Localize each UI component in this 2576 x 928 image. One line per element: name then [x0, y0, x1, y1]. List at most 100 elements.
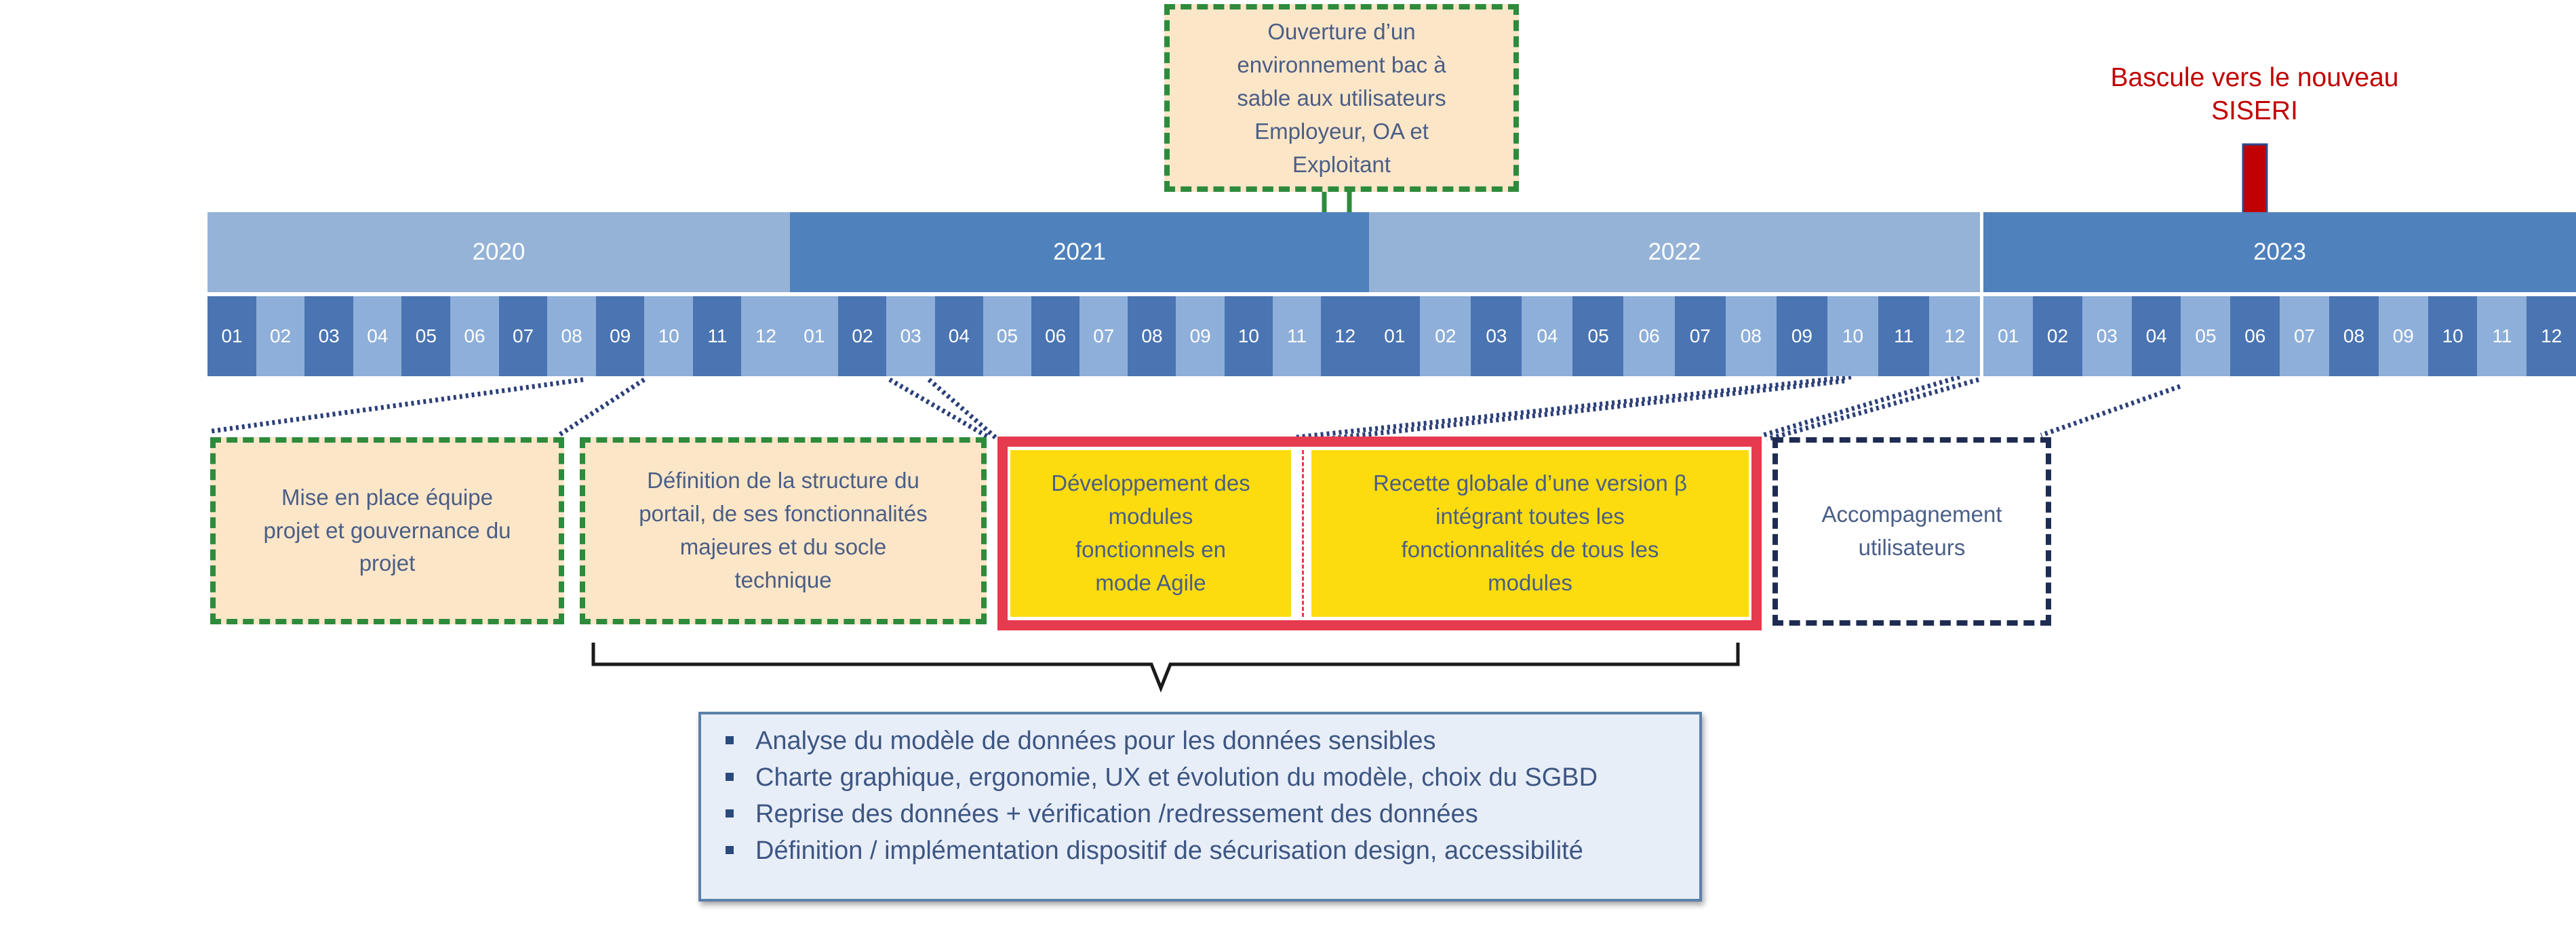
month-cell: 01 — [790, 296, 839, 376]
summary-box: Analyse du modèle de données pour les do… — [698, 712, 1702, 902]
phase-line: Recette globale d’une version β — [1373, 470, 1687, 496]
phase-line: majeures et du socle — [679, 534, 887, 559]
connector-line — [888, 377, 990, 440]
connector-line — [1766, 377, 1979, 442]
month-cell: 08 — [2329, 296, 2379, 376]
summary-item: Charte graphique, ergonomie, UX et évolu… — [726, 759, 1679, 796]
year-label: 2023 — [2253, 239, 2306, 265]
year-band-2020: 2020 — [207, 212, 790, 292]
connector-line — [211, 377, 584, 434]
connector-line — [1296, 374, 1852, 440]
month-cell: 02 — [256, 296, 305, 376]
month-cell: 08 — [1725, 296, 1777, 376]
phase-line: portail, de ses fonctionnalités — [639, 501, 928, 527]
bascule-line: SISERI — [2211, 96, 2298, 126]
note-line: Employeur, OA et — [1254, 119, 1429, 144]
month-cell: 05 — [1572, 296, 1624, 376]
year-label: 2021 — [1053, 239, 1106, 265]
phase-line: fonctionnels en — [1075, 537, 1226, 562]
connector-line — [1300, 378, 1845, 445]
year-label: 2020 — [472, 239, 526, 265]
agile-phase-frame: Développement des modules fonctionnels e… — [997, 437, 1762, 630]
phase-developpement-box: Développement des modules fonctionnels e… — [1010, 450, 1291, 617]
month-cell: 11 — [692, 296, 742, 376]
phase-line: projet — [359, 550, 416, 576]
month-cell: 04 — [2131, 296, 2181, 376]
month-cell: 03 — [2082, 296, 2132, 376]
month-cell: 07 — [498, 296, 548, 376]
month-cell: 06 — [2230, 296, 2280, 376]
phase-line: fonctionnalités de tous les — [1401, 537, 1659, 562]
connector-line — [2040, 384, 2181, 438]
month-cell: 10 — [1827, 296, 1879, 376]
month-cell: 10 — [2428, 296, 2478, 376]
phase-line: mode Agile — [1095, 569, 1206, 595]
month-cell: 07 — [2280, 296, 2330, 376]
phase-line: modules — [1488, 569, 1572, 595]
month-cell: 07 — [1674, 296, 1726, 376]
note-line: Exploitant — [1292, 152, 1391, 178]
sandbox-opening-text: Ouverture d’un environnement bac à sable… — [1237, 15, 1446, 182]
phase-line: projet et gouvernance du — [263, 517, 511, 543]
phase-line: utilisateurs — [1858, 535, 1966, 560]
month-cell: 01 — [1369, 296, 1421, 376]
phase-line: modules — [1108, 504, 1193, 529]
month-cell: 03 — [304, 296, 354, 376]
connector-line — [927, 378, 999, 441]
bascule-line: Bascule vers le nouveau — [2110, 63, 2399, 92]
phase-structure-box: Définition de la structure du portail, d… — [580, 437, 987, 624]
month-cell: 02 — [838, 296, 887, 376]
month-cell: 09 — [1776, 296, 1828, 376]
month-cell: 02 — [2032, 296, 2083, 376]
year-band-2021: 2021 — [790, 212, 1369, 292]
month-cell: 07 — [1079, 296, 1128, 376]
phase-line: technique — [734, 567, 832, 592]
month-cell: 03 — [886, 296, 935, 376]
month-cell: 09 — [2378, 296, 2428, 376]
phase-equipe-box: Mise en place équipe projet et gouvernan… — [210, 437, 564, 624]
month-cell: 08 — [547, 296, 597, 376]
summary-item: Définition / implémentation dispositif d… — [726, 832, 1679, 869]
month-cell: 06 — [1031, 296, 1080, 376]
month-cell: 03 — [1471, 296, 1522, 376]
sandbox-opening-note: Ouverture d’un environnement bac à sable… — [1164, 4, 1519, 192]
summary-list: Analyse du modèle de données pour les do… — [726, 723, 1679, 869]
month-cell: 05 — [2181, 296, 2231, 376]
bracket-brace — [591, 643, 1740, 693]
month-cell: 12 — [1928, 296, 1981, 376]
phase-accompagnement-box: Accompagnement utilisateurs — [1772, 437, 2051, 626]
month-cell: 01 — [1983, 296, 2034, 376]
month-cell: 05 — [983, 296, 1032, 376]
connector-line — [557, 378, 646, 437]
phase-line: Accompagnement — [1821, 502, 2002, 527]
summary-item: Analyse du modèle de données pour les do… — [726, 723, 1679, 759]
month-cell: 06 — [1623, 296, 1675, 376]
month-cell: 02 — [1420, 296, 1471, 376]
month-cell: 11 — [1878, 296, 1930, 376]
month-cell: 09 — [595, 296, 645, 376]
phase-separator — [1302, 450, 1304, 617]
month-cell: 06 — [450, 296, 499, 376]
month-cell: 10 — [644, 296, 694, 376]
note-line: sable aux utilisateurs — [1237, 85, 1446, 110]
month-cell: 12 — [741, 296, 791, 376]
year-band-2023: 2023 — [1983, 212, 2576, 292]
phase-line: Mise en place équipe — [281, 484, 493, 510]
month-cell: 12 — [1320, 296, 1370, 376]
phase-recette-box: Recette globale d’une version β intégran… — [1311, 450, 1749, 617]
phase-line: intégrant toutes les — [1435, 504, 1625, 529]
year-label: 2022 — [1648, 239, 1701, 265]
month-cell: 05 — [401, 296, 451, 376]
month-cell: 12 — [2527, 296, 2576, 376]
summary-item: Reprise des données + vérification /redr… — [726, 796, 1679, 832]
note-line: Ouverture d’un — [1267, 18, 1416, 44]
month-cell: 08 — [1128, 296, 1176, 376]
month-cell: 04 — [353, 296, 402, 376]
phase-line: Développement des — [1051, 470, 1250, 496]
month-cell: 10 — [1224, 296, 1273, 376]
connector-line — [1762, 374, 1960, 438]
